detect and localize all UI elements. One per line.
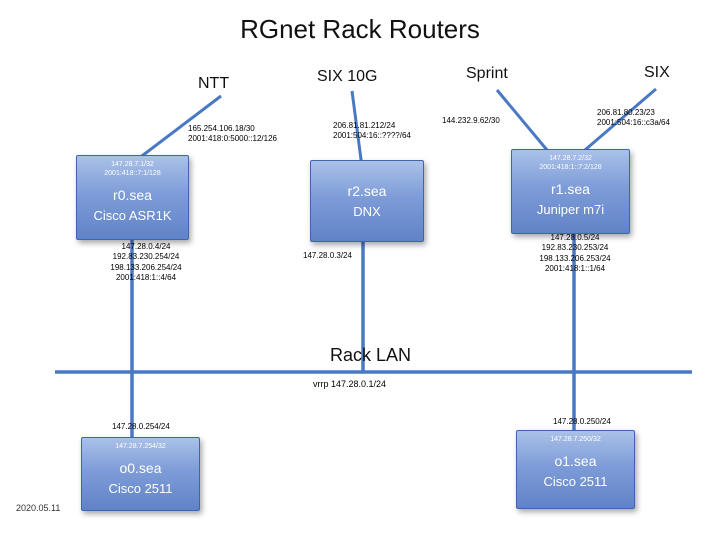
- r2-model: DNX: [353, 204, 381, 219]
- link-six-r1: [577, 87, 657, 158]
- router-r2: r2.sea DNX: [310, 160, 424, 242]
- slide-date: 2020.05.11: [16, 503, 61, 513]
- o0-model: Cisco 2511: [108, 481, 173, 497]
- sprint-uplink-address: 144.232.9.62/30: [442, 116, 500, 125]
- o1-lan-address: 147.28.0.250/24: [553, 417, 611, 426]
- r1-loopback-addresses: 147.28.7.2/32 2001:418:1::7:2/128: [539, 155, 602, 172]
- uplink-label-six10g: SIX 10G: [317, 68, 378, 85]
- r1-model: Juniper m7i: [536, 202, 605, 218]
- r0-name: r0.sea: [113, 187, 152, 204]
- router-o1: 147.28.7.250/32 o1.sea Cisco 2511: [516, 430, 635, 509]
- r0-loopback-addresses: 147.28.7.1/32 2001:418::7:1/128: [104, 161, 161, 178]
- link-six10g-r2: [350, 90, 364, 168]
- rack-lan-vrrp: vrrp 147.28.0.1/24: [313, 379, 387, 389]
- r1-name: r1.sea: [551, 181, 590, 198]
- r0-model: Cisco ASR1K: [93, 208, 172, 224]
- router-r0: 147.28.7.1/32 2001:418::7:1/128 r0.sea C…: [76, 155, 189, 240]
- r0-lan-addresses: 147.28.0.4/24 192.83.230.254/24 198.133.…: [110, 242, 182, 283]
- diagram-title: RGnet Rack Routers: [240, 14, 480, 44]
- six-uplink-addresses: 206.81.80.23/23 2001:504:16::c3a/64: [597, 108, 670, 128]
- ntt-uplink-addresses: 165.254.106.18/30 2001:418:0:5000::12/12…: [188, 124, 277, 144]
- uplink-label-sprint: Sprint: [466, 65, 508, 82]
- router-r1: 147.28.7.2/32 2001:418:1::7:2/128 r1.sea…: [511, 149, 630, 234]
- r1-lan-addresses: 147.28.0.5/24 192.83.230.253/24 198.133.…: [539, 233, 611, 274]
- rack-lan-label: Rack LAN: [330, 345, 412, 365]
- uplink-label-ntt: NTT: [198, 75, 230, 92]
- link-ntt-r0: [129, 94, 222, 167]
- o1-name: o1.sea: [554, 453, 597, 470]
- router-o0: 147.28.7.254/32 o0.sea Cisco 2511: [81, 437, 200, 511]
- o0-lan-address: 147.28.0.254/24: [112, 422, 170, 431]
- six10g-uplink-addresses: 206.81.81.212/24 2001:504:16::????/64: [333, 121, 411, 141]
- o1-model: Cisco 2511: [543, 474, 608, 490]
- o1-loopback-address: 147.28.7.250/32: [550, 436, 601, 443]
- o0-name: o0.sea: [119, 460, 162, 477]
- link-sprint-r1: [495, 89, 554, 157]
- o0-loopback-address: 147.28.7.254/32: [115, 443, 166, 450]
- r2-lan-address: 147.28.0.3/24: [303, 251, 352, 260]
- r2-name: r2.sea: [347, 183, 387, 199]
- uplink-label-six: SIX: [644, 64, 670, 81]
